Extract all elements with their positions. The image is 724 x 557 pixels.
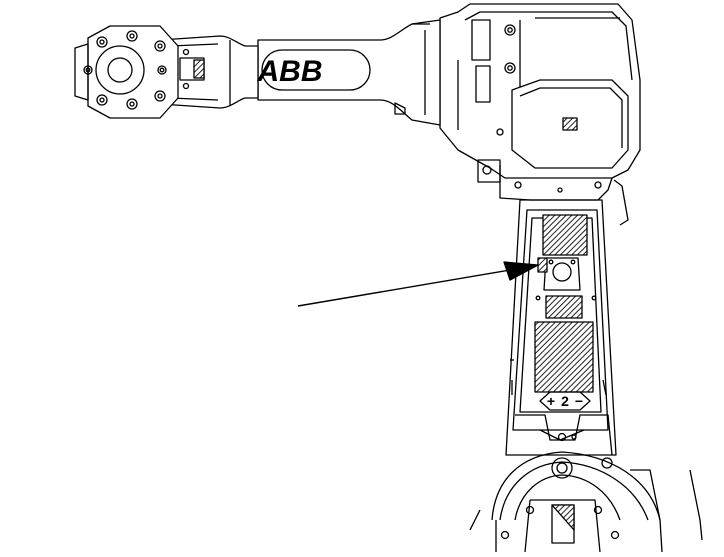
brand-logo-text: ABB	[257, 55, 323, 88]
housing-label	[562, 117, 578, 131]
axis-minus-sign: −	[575, 393, 583, 409]
label-middle-hatched	[545, 295, 583, 319]
lower-arm	[505, 199, 617, 456]
axis-2-marker	[539, 391, 591, 411]
callout-arrow	[297, 261, 539, 307]
forearm	[257, 19, 441, 126]
target-label-small	[537, 257, 548, 273]
tool-flange	[74, 25, 179, 119]
label-upper-hatched	[542, 214, 588, 256]
axis-number: 2	[561, 393, 569, 409]
wrist	[159, 35, 259, 109]
cover-plate	[543, 257, 581, 291]
label-large-hatched	[534, 321, 594, 393]
axis-plus-sign: +	[547, 393, 555, 409]
upper-arm-housing	[439, 3, 641, 226]
robot-base	[469, 451, 703, 553]
